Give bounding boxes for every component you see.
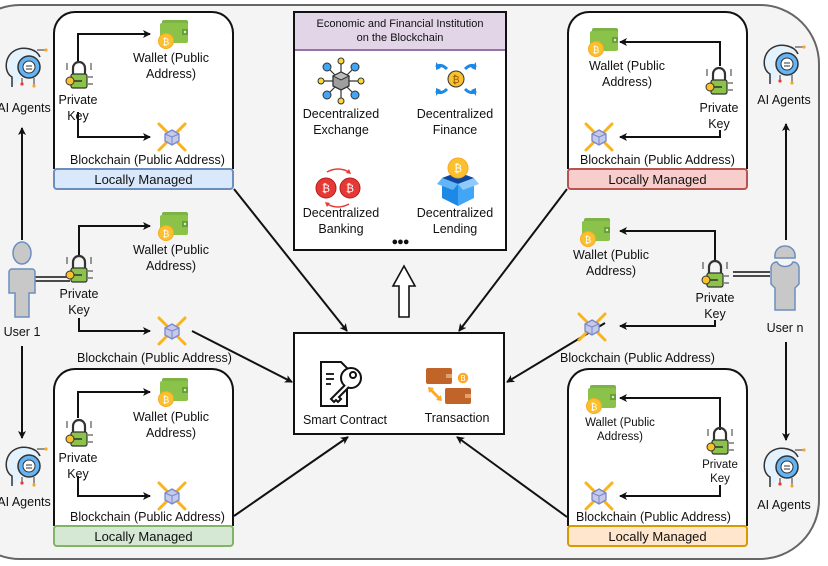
blockchain-label: Blockchain (Public Address) xyxy=(70,153,225,167)
svg-text:₿: ₿ xyxy=(452,74,459,86)
wallet-label: Wallet (Public Address) xyxy=(133,51,209,81)
ai-agents-label-bottom-left: AI Agents xyxy=(0,495,51,509)
ai-agents-label-bottom-right: AI Agents xyxy=(757,498,811,512)
wallet-label: Wallet (Public Address) xyxy=(585,417,655,443)
blockchain-label: Blockchain (Public Address) xyxy=(580,153,735,167)
private-key-label: Private Key xyxy=(695,291,735,321)
institution-title: Economic and Financial Institution on th… xyxy=(295,13,505,51)
blockchain-label: Blockchain (Public Address) xyxy=(77,351,232,365)
blockchain-label: Blockchain (Public Address) xyxy=(576,510,731,524)
ai-agents-label-top-left: AI Agents xyxy=(0,101,51,115)
blockchain-icon xyxy=(157,122,187,152)
private-key-label: Private Key xyxy=(59,287,99,317)
arrow-tl-to-core xyxy=(233,188,348,332)
bitcoin-box-icon: ₿ xyxy=(437,157,479,206)
blockchain-icon xyxy=(577,312,607,342)
svg-text:₿: ₿ xyxy=(163,395,170,406)
transaction-label: Transaction xyxy=(424,411,490,425)
smart-contract-icon xyxy=(320,361,362,407)
svg-text:₿: ₿ xyxy=(346,182,354,195)
wallet-icon: ₿ xyxy=(580,218,610,247)
arrow-key-to-wallet-bl xyxy=(77,388,151,418)
wallet-label: Wallet (Public Address) xyxy=(589,59,665,89)
dex-label: Decentralized Exchange xyxy=(302,107,380,137)
private-key-lock-icon xyxy=(65,60,93,89)
locally-managed-top-left: Locally Managed xyxy=(53,168,234,190)
arrow-key-to-chain-ml xyxy=(78,318,151,335)
svg-text:₿: ₿ xyxy=(585,235,592,246)
private-key-label: Private Key xyxy=(702,459,738,485)
arrow-br-to-core xyxy=(456,436,568,518)
user-1-label: User 1 xyxy=(3,325,41,339)
defi-label: Decentralized Finance xyxy=(416,107,494,137)
blockchain-icon xyxy=(157,316,187,346)
banking-label: Decentralized Banking xyxy=(302,206,380,236)
arrow-bl-to-core xyxy=(233,436,349,517)
network-cube-icon xyxy=(317,57,365,105)
lending-label: Decentralized Lending xyxy=(416,206,494,236)
more-items-ellipsis: ●●● xyxy=(391,236,410,248)
arrow-key-to-wallet-tr xyxy=(619,38,721,66)
svg-text:₿: ₿ xyxy=(454,162,462,175)
arrow-key-to-chain-tr xyxy=(619,130,721,141)
wallet-icon: ₿ xyxy=(588,28,618,57)
hollow-up-arrow xyxy=(391,264,417,318)
wallet-label: Wallet (Public Address) xyxy=(133,410,209,440)
user-n-icon xyxy=(770,245,800,311)
ai-agent-icon xyxy=(5,446,48,487)
private-key-label: Private Key xyxy=(699,101,739,131)
smart-contract-label: Smart Contract xyxy=(302,413,388,427)
wallet-icon: ₿ xyxy=(158,20,188,49)
arrow-key-to-chain-br xyxy=(619,485,721,500)
arrow-key-to-wallet-ml xyxy=(78,222,151,255)
transaction-icon: B xyxy=(426,368,471,404)
ai-agents-label-top-right: AI Agents xyxy=(757,93,811,107)
blockchain-icon xyxy=(157,481,187,511)
ai-agent-icon xyxy=(763,447,806,488)
private-key-lock-icon xyxy=(65,418,93,447)
svg-text:₿: ₿ xyxy=(593,45,600,56)
private-key-lock-icon xyxy=(65,254,93,283)
bitcoin-exchange-icon: ₿₿ xyxy=(315,168,361,208)
arrow-tr-to-core xyxy=(458,188,568,332)
arrow-key-to-chain-mr xyxy=(619,320,716,330)
arrow-key-to-chain-bl xyxy=(77,476,151,500)
wallet-icon: ₿ xyxy=(586,385,616,414)
private-key-lock-icon xyxy=(701,259,729,288)
svg-text:B: B xyxy=(460,374,466,383)
user-n-label: User n xyxy=(766,321,804,335)
blockchain-icon xyxy=(584,122,614,152)
private-key-label: Private Key xyxy=(58,93,98,123)
blockchain-label: Blockchain (Public Address) xyxy=(70,510,225,524)
blockchain-icon xyxy=(584,481,614,511)
arrow-key-to-wallet-br xyxy=(619,394,721,430)
locally-managed-top-right: Locally Managed xyxy=(567,168,748,190)
private-key-lock-icon xyxy=(706,426,734,455)
user-1-icon xyxy=(8,241,36,318)
svg-text:₿: ₿ xyxy=(322,182,330,195)
financial-institution-box: Economic and Financial Institution on th… xyxy=(293,11,507,251)
smart-contract-transaction-box: Smart Contract B Transaction xyxy=(293,332,505,435)
arrow-key-to-wallet-tl xyxy=(77,30,151,62)
svg-text:₿: ₿ xyxy=(163,229,170,240)
wallet-label: Wallet (Public Address) xyxy=(133,243,209,273)
wallet-label: Wallet (Public Address) xyxy=(573,248,649,278)
bitcoin-distribution-icon: ₿ xyxy=(435,62,477,96)
locally-managed-bottom-right: Locally Managed xyxy=(567,525,748,547)
private-key-label: Private Key xyxy=(58,451,98,481)
ai-agent-icon xyxy=(763,44,806,85)
arrow-ml-to-core xyxy=(191,330,293,383)
blockchain-label: Blockchain (Public Address) xyxy=(560,351,715,365)
locally-managed-bottom-left: Locally Managed xyxy=(53,525,234,547)
svg-text:₿: ₿ xyxy=(163,37,170,48)
svg-text:₿: ₿ xyxy=(591,402,598,413)
wallet-icon: ₿ xyxy=(158,212,188,241)
ai-agent-icon xyxy=(5,47,48,88)
private-key-lock-icon xyxy=(705,66,733,95)
wallet-icon: ₿ xyxy=(158,378,188,407)
arrow-key-to-wallet-mr xyxy=(619,227,716,262)
arrow-key-to-chain-tl xyxy=(77,112,151,141)
